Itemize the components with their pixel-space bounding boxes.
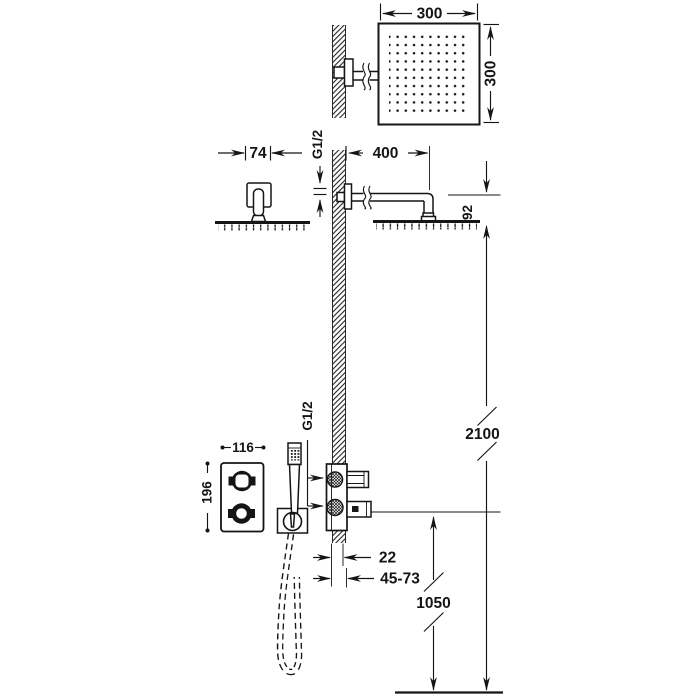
dim-flange-width: 74	[218, 145, 302, 162]
dim-valve-height: 1050	[416, 516, 451, 691]
dim-label-overall-height: 2100	[465, 426, 499, 443]
dim-overall-height: 2100	[465, 225, 500, 691]
dim-label-head-offset: 92	[460, 205, 475, 220]
dim-label-head-width: 300	[417, 6, 443, 23]
dim-arm-length: 400	[345, 145, 430, 190]
arm-wall-stub-side	[336, 191, 346, 203]
dim-label-plate-height: 196	[200, 481, 215, 504]
nozzle-ticks-front	[218, 224, 307, 231]
arm-break-symbol	[362, 62, 366, 91]
wall-section	[332, 25, 346, 543]
dim-label-wall-clearance: 22	[379, 550, 396, 567]
head-connector-front	[252, 188, 265, 217]
valve-outlet-bottom	[346, 500, 372, 518]
label-valve-thread: G1/2	[300, 401, 324, 510]
wall-hatch-bottom	[332, 530, 346, 543]
arm-flange-front	[343, 58, 354, 87]
valve-knob-top	[326, 471, 344, 488]
arm-break-symbol-side	[362, 185, 367, 210]
escutcheon-front-detail	[215, 182, 310, 231]
dim-label-install-depth: 45-73	[380, 571, 420, 588]
dim-label-head-height: 300	[483, 61, 500, 87]
hand-shower-face	[289, 449, 300, 461]
control-plate-front	[220, 462, 265, 533]
arm-wall-stub-front	[333, 66, 346, 79]
dim-plate-height: 196	[200, 461, 215, 533]
shower-arm-side	[336, 183, 480, 230]
arm-elbow	[427, 192, 434, 213]
dim-label-valve-height: 1050	[416, 595, 450, 612]
concealed-valve-side	[325, 463, 501, 532]
nozzle-grid	[389, 34, 469, 114]
hand-shower	[276, 442, 309, 676]
rain-shower-head-front	[333, 22, 481, 126]
dim-plate-width: 116	[220, 440, 266, 455]
dim-label-flange-width: 74	[249, 145, 267, 162]
dim-head-width: 300	[379, 3, 479, 23]
valve-knob-bottom	[326, 498, 344, 517]
wall-hatch-main	[332, 150, 346, 464]
holder-ring	[282, 511, 303, 532]
dim-head-height: 300	[483, 23, 500, 124]
dim-head-offset: 92	[448, 161, 501, 220]
nozzle-ticks-side	[376, 223, 477, 230]
dim-wall-clearance: 22	[313, 543, 396, 587]
valve-thread-label: G1/2	[300, 401, 315, 430]
arm-flange-side	[343, 183, 353, 210]
dim-label-arm-length: 400	[373, 145, 399, 162]
hand-shower-handle	[288, 463, 301, 514]
arm-thread-label: G1/2	[310, 130, 325, 159]
dim-install-depth: 45-73	[313, 568, 420, 588]
label-arm-thread: G1/2	[310, 130, 327, 217]
dim-label-plate-width: 116	[232, 440, 254, 455]
valve-inlet-top	[346, 470, 370, 489]
